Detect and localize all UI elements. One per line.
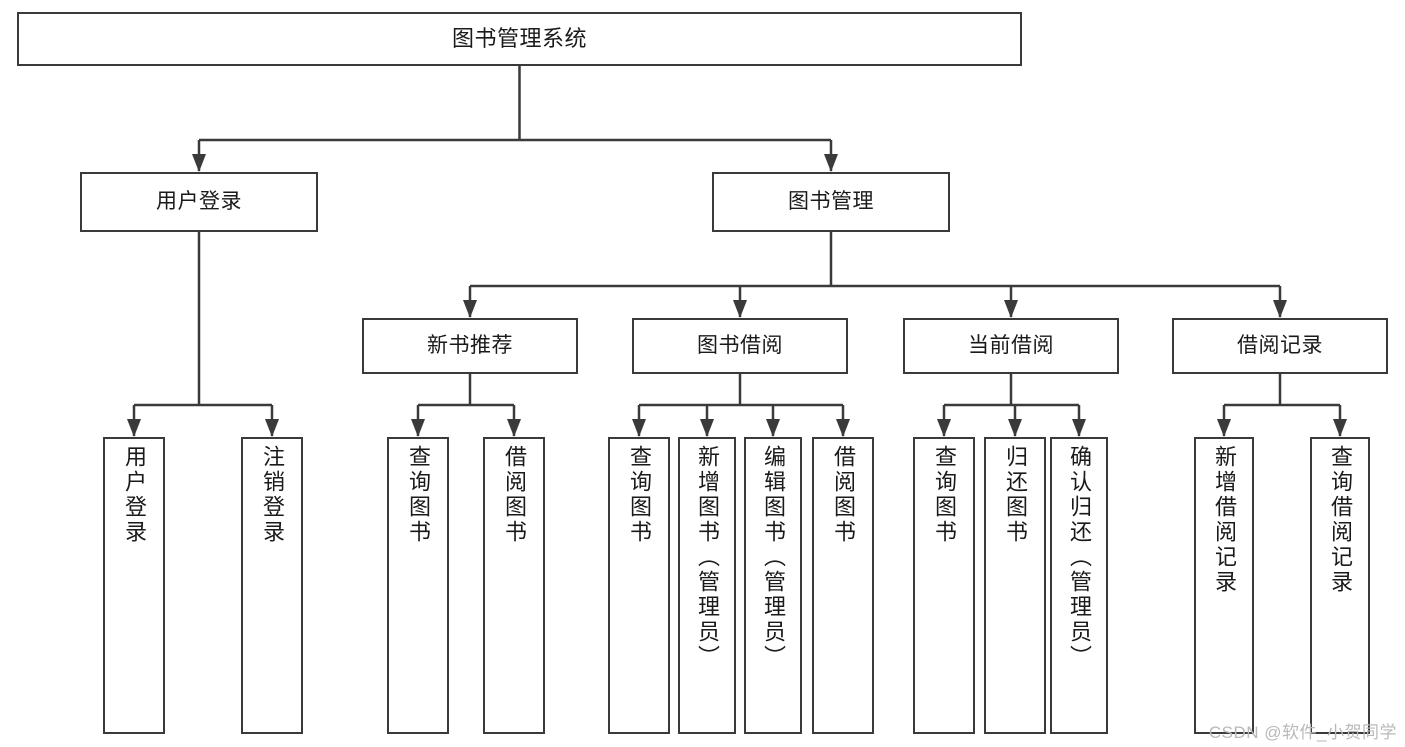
node-leaf3[interactable]: 查询图书 (387, 437, 449, 734)
node-label: 归还图书 (1003, 445, 1028, 545)
node-label: 查询图书 (406, 445, 431, 545)
node-leaf7[interactable]: 编辑图书（管理员） (744, 437, 802, 734)
node-label: 用户登录 (122, 445, 147, 545)
node-leaf2[interactable]: 注销登录 (241, 437, 303, 734)
node-leaf5[interactable]: 查询图书 (608, 437, 670, 734)
node-label: 新增借阅记录 (1212, 445, 1237, 595)
node-leaf9[interactable]: 查询图书 (913, 437, 975, 734)
node-leaf4[interactable]: 借阅图书 (483, 437, 545, 734)
node-label: 借阅记录 (1237, 333, 1323, 357)
node-leaf12[interactable]: 新增借阅记录 (1194, 437, 1254, 734)
node-leaf13[interactable]: 查询借阅记录 (1310, 437, 1370, 734)
node-label: 编辑图书（管理员） (761, 445, 786, 670)
node-borrow[interactable]: 图书借阅 (632, 318, 848, 374)
node-label: 查询借阅记录 (1328, 445, 1353, 595)
node-newrec[interactable]: 新书推荐 (362, 318, 578, 374)
node-label: 查询图书 (932, 445, 957, 545)
node-label: 图书借阅 (697, 333, 783, 357)
node-label: 确认归还（管理员） (1067, 445, 1092, 670)
node-root[interactable]: 图书管理系统 (17, 12, 1022, 66)
node-label: 注销登录 (260, 445, 285, 545)
node-label: 查询图书 (627, 445, 652, 545)
node-label: 图书管理 (788, 189, 874, 213)
node-label: 图书管理系统 (451, 26, 587, 52)
watermark: CSDN @软件_小贺同学 (1208, 723, 1397, 742)
node-bookmgmt[interactable]: 图书管理 (712, 172, 950, 232)
node-leaf1[interactable]: 用户登录 (103, 437, 165, 734)
node-label: 新书推荐 (427, 333, 513, 357)
node-label: 当前借阅 (968, 333, 1054, 357)
node-leaf6[interactable]: 新增图书（管理员） (678, 437, 736, 734)
node-label: 新增图书（管理员） (695, 445, 720, 670)
node-label: 借阅图书 (502, 445, 527, 545)
node-leaf10[interactable]: 归还图书 (984, 437, 1046, 734)
node-label: 用户登录 (156, 189, 242, 213)
node-login[interactable]: 用户登录 (80, 172, 318, 232)
node-label: 借阅图书 (831, 445, 856, 545)
node-leaf11[interactable]: 确认归还（管理员） (1050, 437, 1108, 734)
node-current[interactable]: 当前借阅 (903, 318, 1119, 374)
node-records[interactable]: 借阅记录 (1172, 318, 1388, 374)
node-leaf8[interactable]: 借阅图书 (812, 437, 874, 734)
